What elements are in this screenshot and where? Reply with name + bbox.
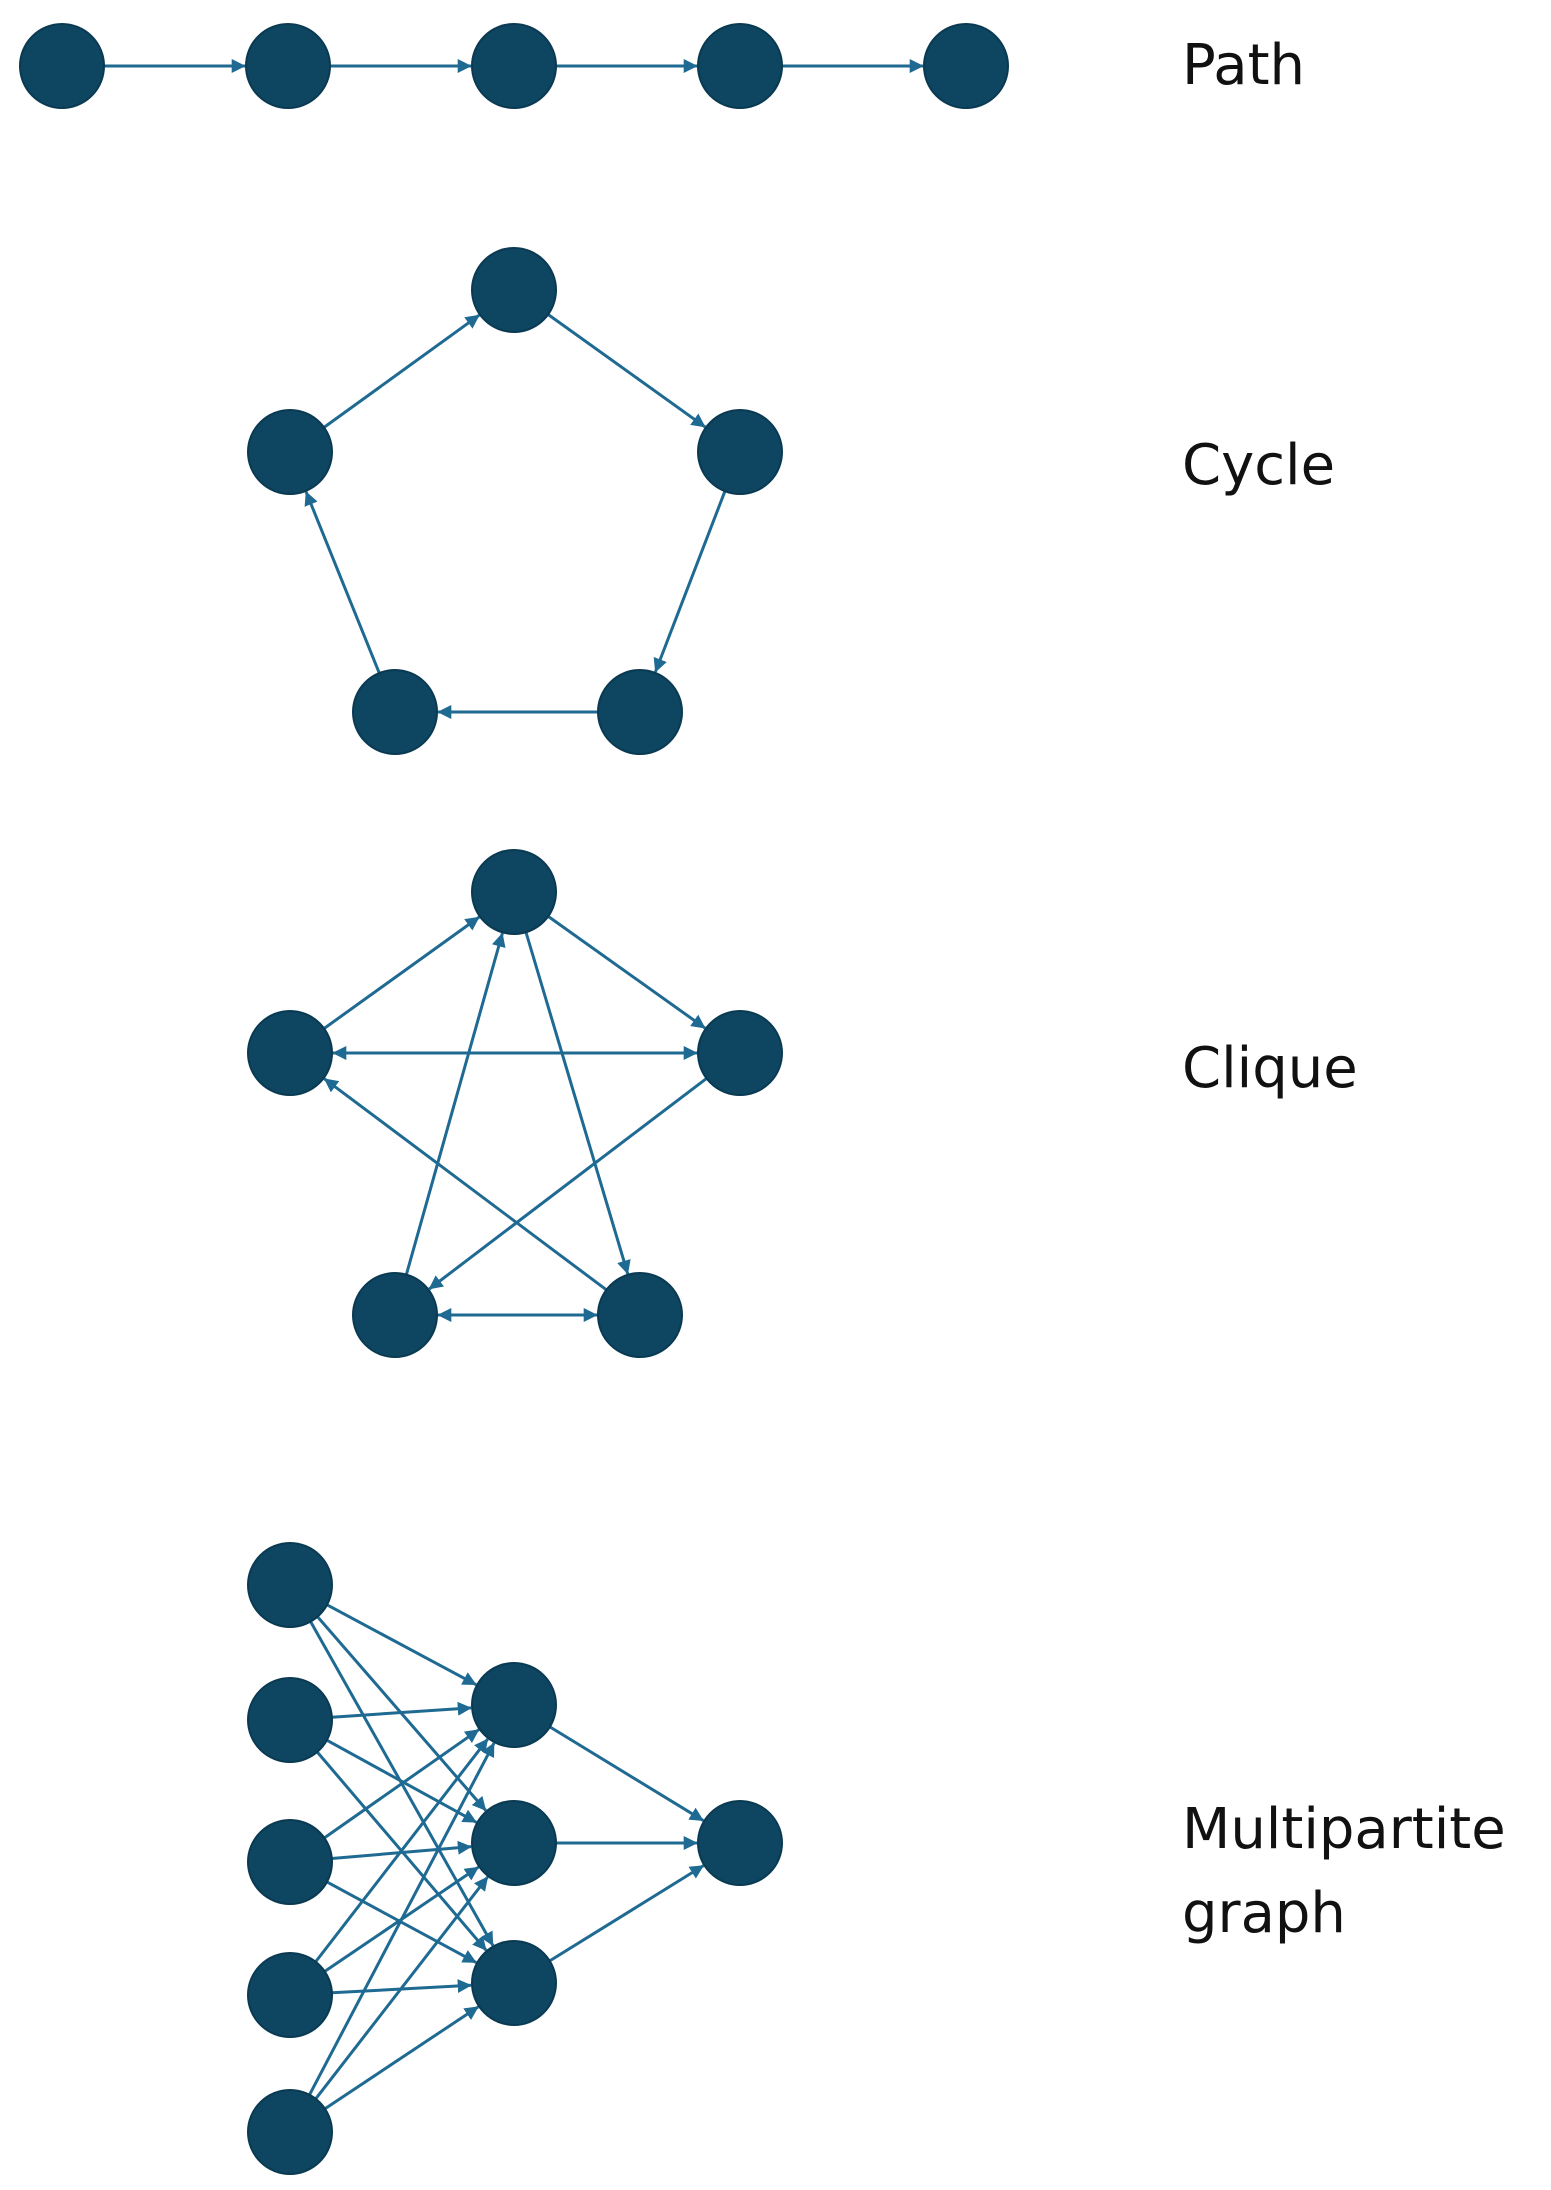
label-clique: Clique xyxy=(1182,1027,1358,1111)
clique-edge-3-4 xyxy=(323,1077,608,1292)
multipartite-edge-1-6 xyxy=(326,1738,478,1824)
multipartite-edge-1-5 xyxy=(331,1701,472,1719)
multipartite-edge-4-5 xyxy=(308,1742,496,2096)
path-node-2 xyxy=(471,23,557,109)
multipartite-edge-7-8 xyxy=(548,1864,705,1963)
multipartite-node-1 xyxy=(247,1677,333,1763)
edges-layer xyxy=(104,59,924,2110)
clique-node-4 xyxy=(247,1010,333,1096)
label-path: Path xyxy=(1182,24,1305,108)
multipartite-edge-2-5 xyxy=(323,1728,480,1840)
path-node-1 xyxy=(245,23,331,109)
label-multipartite-line-1: Multipartite xyxy=(1182,1797,1506,1862)
nodes-layer xyxy=(19,23,1009,2175)
cycle-edge-1-2 xyxy=(653,490,727,673)
clique-edge-4-0 xyxy=(323,915,480,1030)
label-multipartite: Multipartite graph xyxy=(1182,1788,1506,1956)
clique-node-0 xyxy=(471,849,557,935)
multipartite-edge-4-7 xyxy=(324,2005,480,2110)
multipartite-edge-5-8 xyxy=(549,1725,705,1822)
clique-edge-0-3 xyxy=(524,931,631,1275)
clique-edge-0-1 xyxy=(547,915,706,1030)
cycle-node-2 xyxy=(597,669,683,755)
multipartite-node-4 xyxy=(247,2089,333,2175)
cycle-node-0 xyxy=(471,247,557,333)
label-clique-line: Clique xyxy=(1182,1036,1358,1101)
multipartite-edge-4-6 xyxy=(314,1876,489,2100)
label-multipartite-line-2: graph xyxy=(1182,1881,1346,1946)
multipartite-node-0 xyxy=(247,1542,333,1628)
multipartite-edge-3-5 xyxy=(314,1738,489,1963)
multipartite-node-7 xyxy=(471,1940,557,2026)
multipartite-node-6 xyxy=(471,1800,557,1886)
multipartite-node-8 xyxy=(697,1800,783,1886)
label-path-line: Path xyxy=(1182,33,1306,98)
clique-node-3 xyxy=(597,1272,683,1358)
path-node-3 xyxy=(697,23,783,109)
label-cycle-line: Cycle xyxy=(1182,433,1336,498)
path-node-4 xyxy=(923,23,1009,109)
clique-node-1 xyxy=(697,1010,783,1096)
path-node-0 xyxy=(19,23,105,109)
multipartite-node-3 xyxy=(247,1952,333,2038)
multipartite-node-5 xyxy=(471,1662,557,1748)
cycle-node-4 xyxy=(247,409,333,495)
clique-node-2 xyxy=(352,1272,438,1358)
clique-edge-1-2 xyxy=(428,1077,708,1291)
cycle-edge-0-1 xyxy=(547,313,706,429)
cycle-edge-3-4 xyxy=(304,491,381,674)
label-cycle: Cycle xyxy=(1182,424,1335,508)
multipartite-edge-0-5 xyxy=(326,1603,477,1687)
cycle-node-3 xyxy=(352,669,438,755)
multipartite-node-2 xyxy=(247,1819,333,1905)
cycle-edge-4-0 xyxy=(323,313,481,429)
clique-edge-2-0 xyxy=(404,932,506,1275)
cycle-node-1 xyxy=(697,409,783,495)
